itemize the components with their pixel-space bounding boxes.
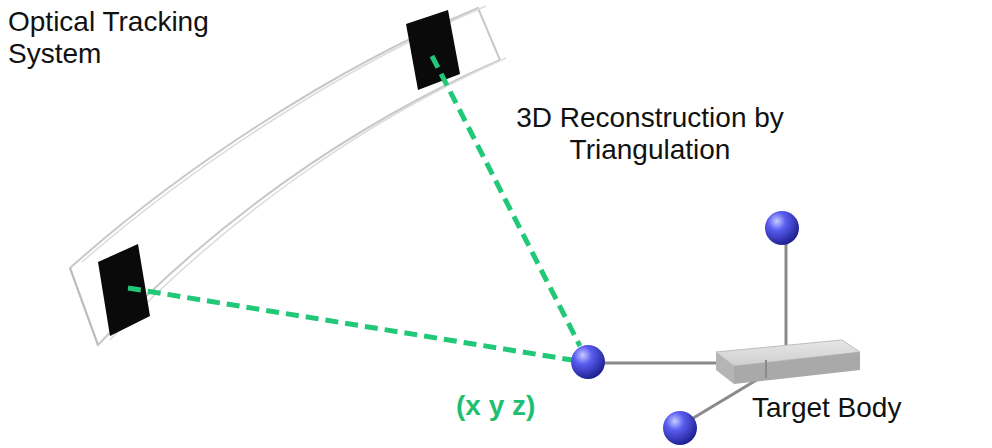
sight-line [128, 56, 580, 360]
method-caption: 3D Reconstruction by Triangulation [500, 102, 800, 166]
camera-lens [406, 10, 460, 90]
system-name: Optical Tracking System [8, 6, 248, 70]
camera-bar [70, 6, 506, 345]
coordinate-label: (x y z) [456, 390, 586, 422]
camera-lens [98, 244, 150, 336]
part-name: Target Body [752, 392, 952, 424]
